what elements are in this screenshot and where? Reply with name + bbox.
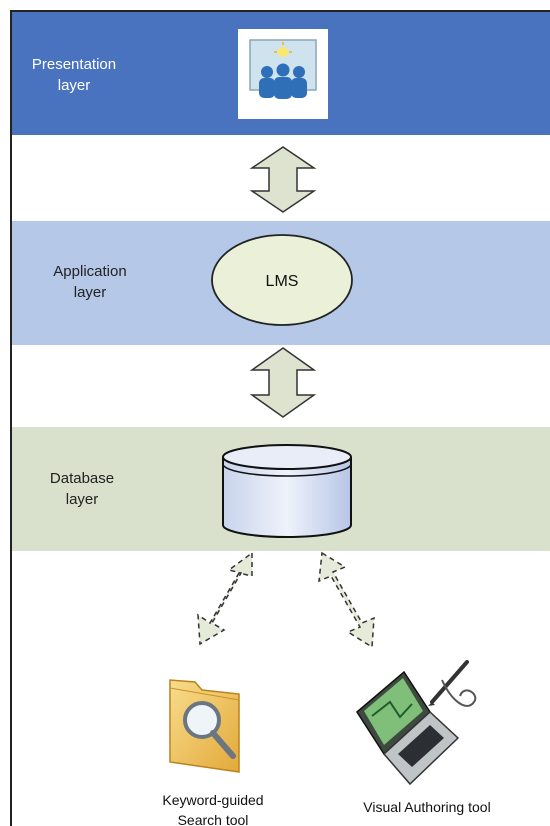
laptop-pen-icon [356, 660, 477, 786]
application-database-arrow [249, 347, 317, 418]
search-tool-label: Keyword-guided Search tool [162, 792, 264, 826]
lms-label: LMS [266, 273, 299, 290]
presentation-application-arrow [249, 146, 317, 213]
database-search-tool-arrow [197, 551, 253, 646]
folder-magnifier-icon [169, 679, 240, 773]
application-layer-label: Application layer [53, 263, 127, 301]
lms-node [211, 234, 353, 326]
presentation-audience-icon [238, 29, 328, 119]
database-authoring-tool-arrow [318, 551, 375, 649]
database-cylinder-icon [222, 444, 352, 538]
authoring-tool-label: Visual Authoring tool [363, 799, 491, 815]
presentation-layer-label: Presentation layer [31, 56, 117, 94]
architecture-diagram: Presentation layer Application layer Dat… [10, 10, 550, 826]
database-layer-label: Database layer [49, 470, 115, 508]
